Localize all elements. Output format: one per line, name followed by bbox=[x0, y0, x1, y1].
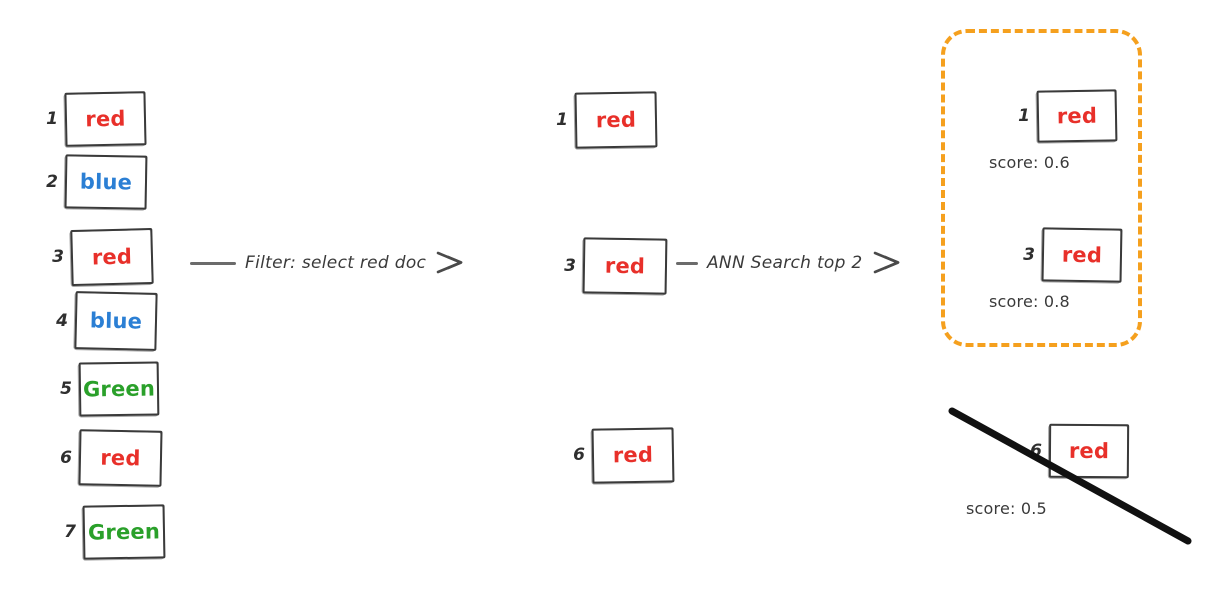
doc-color-label: red bbox=[595, 107, 637, 132]
doc-card-source-7[interactable]: 7 Green bbox=[56, 504, 166, 560]
doc-index-label: 1 bbox=[1018, 105, 1030, 126]
doc-color-label: Green bbox=[87, 518, 161, 545]
chevron-right-icon bbox=[436, 251, 463, 274]
doc-color-label: blue bbox=[79, 169, 133, 194]
doc-color-label: red bbox=[100, 445, 141, 470]
doc-box: blue bbox=[74, 291, 158, 351]
doc-card-source-1[interactable]: 1 red bbox=[38, 91, 147, 147]
doc-color-label: blue bbox=[89, 307, 143, 334]
filter-arrow: Filter: select red doc bbox=[190, 250, 466, 276]
doc-card-source-2[interactable]: 2 blue bbox=[38, 154, 148, 210]
doc-score-label-3: score: 0.8 bbox=[989, 292, 1070, 311]
doc-index-label: 1 bbox=[556, 109, 568, 130]
doc-card-source-3[interactable]: 3 red bbox=[44, 227, 154, 287]
doc-box: red bbox=[1048, 423, 1130, 479]
doc-index-label: 6 bbox=[60, 447, 72, 468]
doc-card-filtered-6[interactable]: 6 red bbox=[565, 427, 675, 484]
doc-color-label: red bbox=[604, 253, 646, 278]
doc-index-label: 2 bbox=[46, 171, 58, 192]
doc-box: red bbox=[1041, 227, 1123, 283]
doc-color-label: red bbox=[1061, 242, 1103, 267]
doc-score-label-1: score: 0.6 bbox=[989, 153, 1070, 172]
doc-box: red bbox=[64, 91, 147, 147]
doc-card-result-3[interactable]: 3 red bbox=[1015, 227, 1123, 283]
ann-search-arrow: ANN Search top 2 bbox=[676, 250, 903, 276]
doc-color-label: red bbox=[1068, 438, 1110, 463]
doc-color-label: Green bbox=[82, 375, 156, 402]
chevron-right-icon bbox=[873, 251, 899, 274]
doc-box: red bbox=[1036, 89, 1118, 143]
doc-index-label: 7 bbox=[64, 521, 76, 542]
doc-color-label: red bbox=[612, 442, 654, 468]
doc-index-label: 1 bbox=[46, 108, 58, 129]
doc-box: red bbox=[582, 237, 668, 295]
top-results-highlight-box bbox=[941, 29, 1142, 347]
doc-color-label: red bbox=[1056, 103, 1098, 128]
doc-card-rejected-6[interactable]: 6 red bbox=[1022, 423, 1130, 479]
doc-box: red bbox=[70, 227, 154, 287]
doc-box: Green bbox=[82, 504, 166, 560]
doc-index-label: 3 bbox=[564, 255, 576, 276]
ann-search-arrow-label: ANN Search top 2 bbox=[707, 253, 863, 273]
doc-card-result-1[interactable]: 1 red bbox=[1010, 89, 1118, 143]
doc-card-source-6[interactable]: 6 red bbox=[52, 429, 163, 487]
doc-color-label: red bbox=[85, 106, 126, 131]
doc-box: red bbox=[78, 429, 163, 487]
doc-card-filtered-1[interactable]: 1 red bbox=[548, 91, 658, 149]
doc-color-label: red bbox=[91, 243, 133, 270]
doc-box: red bbox=[574, 91, 658, 149]
doc-box: Green bbox=[78, 361, 160, 417]
doc-box: blue bbox=[64, 154, 148, 210]
filter-arrow-stem bbox=[190, 261, 236, 265]
doc-index-label: 5 bbox=[60, 378, 72, 399]
doc-card-source-4[interactable]: 4 blue bbox=[48, 291, 158, 351]
doc-score-label-6: score: 0.5 bbox=[966, 499, 1047, 518]
doc-box: red bbox=[591, 427, 675, 484]
doc-index-label: 6 bbox=[573, 445, 585, 465]
filter-arrow-label: Filter: select red doc bbox=[245, 253, 427, 273]
doc-index-label: 4 bbox=[56, 310, 68, 331]
ann-search-arrow-stem bbox=[676, 261, 698, 265]
doc-index-label: 6 bbox=[1030, 440, 1042, 461]
doc-card-filtered-3[interactable]: 3 red bbox=[556, 237, 668, 295]
doc-card-source-5[interactable]: 5 Green bbox=[52, 361, 160, 417]
doc-index-label: 3 bbox=[1023, 244, 1035, 265]
doc-index-label: 3 bbox=[52, 246, 64, 267]
